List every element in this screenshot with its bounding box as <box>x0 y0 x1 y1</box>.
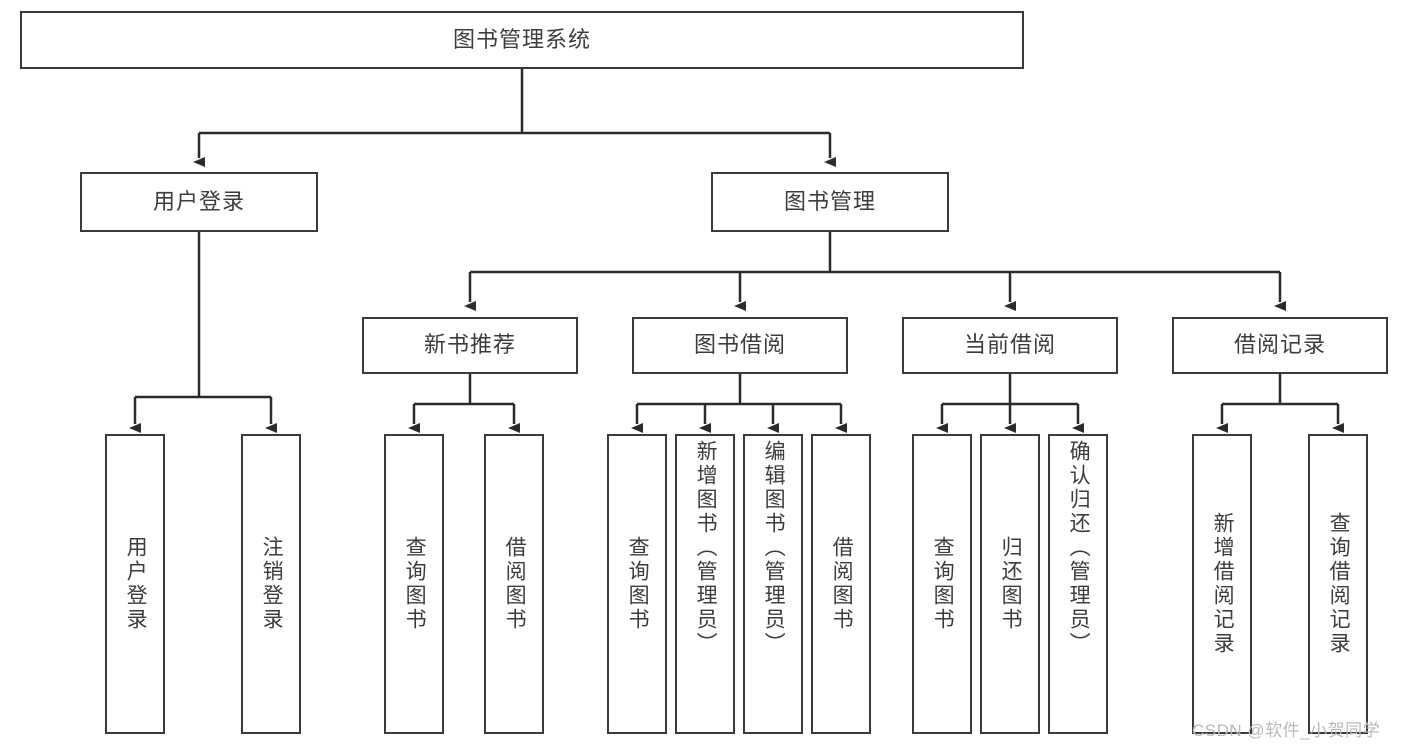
node-root[interactable]: 图书管理系统 <box>20 11 1024 69</box>
node-leaf-add-book-label: 新增图书（管理员） <box>694 440 718 656</box>
node-leaf-return-book[interactable]: 归还图书 <box>980 434 1040 734</box>
node-new-book-recommend[interactable]: 新书推荐 <box>362 317 578 374</box>
node-leaf-logout-login[interactable]: 注销登录 <box>241 434 301 734</box>
node-user-login-label: 用户登录 <box>152 188 245 214</box>
node-leaf-confirm-return[interactable]: 确认归还（管理员） <box>1048 434 1108 734</box>
node-borrow-records[interactable]: 借阅记录 <box>1172 317 1388 374</box>
node-leaf-query-book-1[interactable]: 查询图书 <box>384 434 444 734</box>
node-leaf-user-login[interactable]: 用户登录 <box>105 434 165 734</box>
node-new-book-recommend-label: 新书推荐 <box>423 332 516 358</box>
node-book-management[interactable]: 图书管理 <box>711 172 949 232</box>
node-user-login[interactable]: 用户登录 <box>80 172 318 232</box>
node-leaf-query-record[interactable]: 查询借阅记录 <box>1308 434 1368 734</box>
node-book-management-label: 图书管理 <box>783 188 876 214</box>
node-leaf-edit-book[interactable]: 编辑图书（管理员） <box>743 434 803 734</box>
node-leaf-query-book-3-label: 查询图书 <box>931 536 955 632</box>
node-leaf-borrow-book-1[interactable]: 借阅图书 <box>484 434 544 734</box>
node-book-borrow-label: 图书借阅 <box>693 332 786 358</box>
node-leaf-logout-login-label: 注销登录 <box>260 536 284 632</box>
node-leaf-borrow-book-1-label: 借阅图书 <box>503 536 527 632</box>
node-leaf-add-book[interactable]: 新增图书（管理员） <box>675 434 735 734</box>
node-leaf-edit-book-label: 编辑图书（管理员） <box>762 440 786 656</box>
node-current-borrow-label: 当前借阅 <box>963 332 1056 358</box>
node-leaf-query-book-3[interactable]: 查询图书 <box>912 434 972 734</box>
node-root-label: 图书管理系统 <box>452 26 591 52</box>
node-current-borrow[interactable]: 当前借阅 <box>902 317 1118 374</box>
node-leaf-query-book-2[interactable]: 查询图书 <box>607 434 667 734</box>
node-leaf-return-book-label: 归还图书 <box>999 536 1023 632</box>
node-leaf-borrow-book-2-label: 借阅图书 <box>830 536 854 632</box>
node-book-borrow[interactable]: 图书借阅 <box>632 317 848 374</box>
node-leaf-add-record[interactable]: 新增借阅记录 <box>1192 434 1252 734</box>
node-leaf-borrow-book-2[interactable]: 借阅图书 <box>811 434 871 734</box>
node-leaf-query-book-2-label: 查询图书 <box>626 536 650 632</box>
node-leaf-query-record-label: 查询借阅记录 <box>1327 512 1351 656</box>
node-leaf-add-record-label: 新增借阅记录 <box>1211 512 1235 656</box>
csdn-watermark: CSDN @软件_小贺同学 <box>1192 721 1381 740</box>
node-leaf-user-login-label: 用户登录 <box>124 536 148 632</box>
node-borrow-records-label: 借阅记录 <box>1233 332 1326 358</box>
node-leaf-query-book-1-label: 查询图书 <box>403 536 427 632</box>
node-leaf-confirm-return-label: 确认归还（管理员） <box>1067 440 1091 656</box>
